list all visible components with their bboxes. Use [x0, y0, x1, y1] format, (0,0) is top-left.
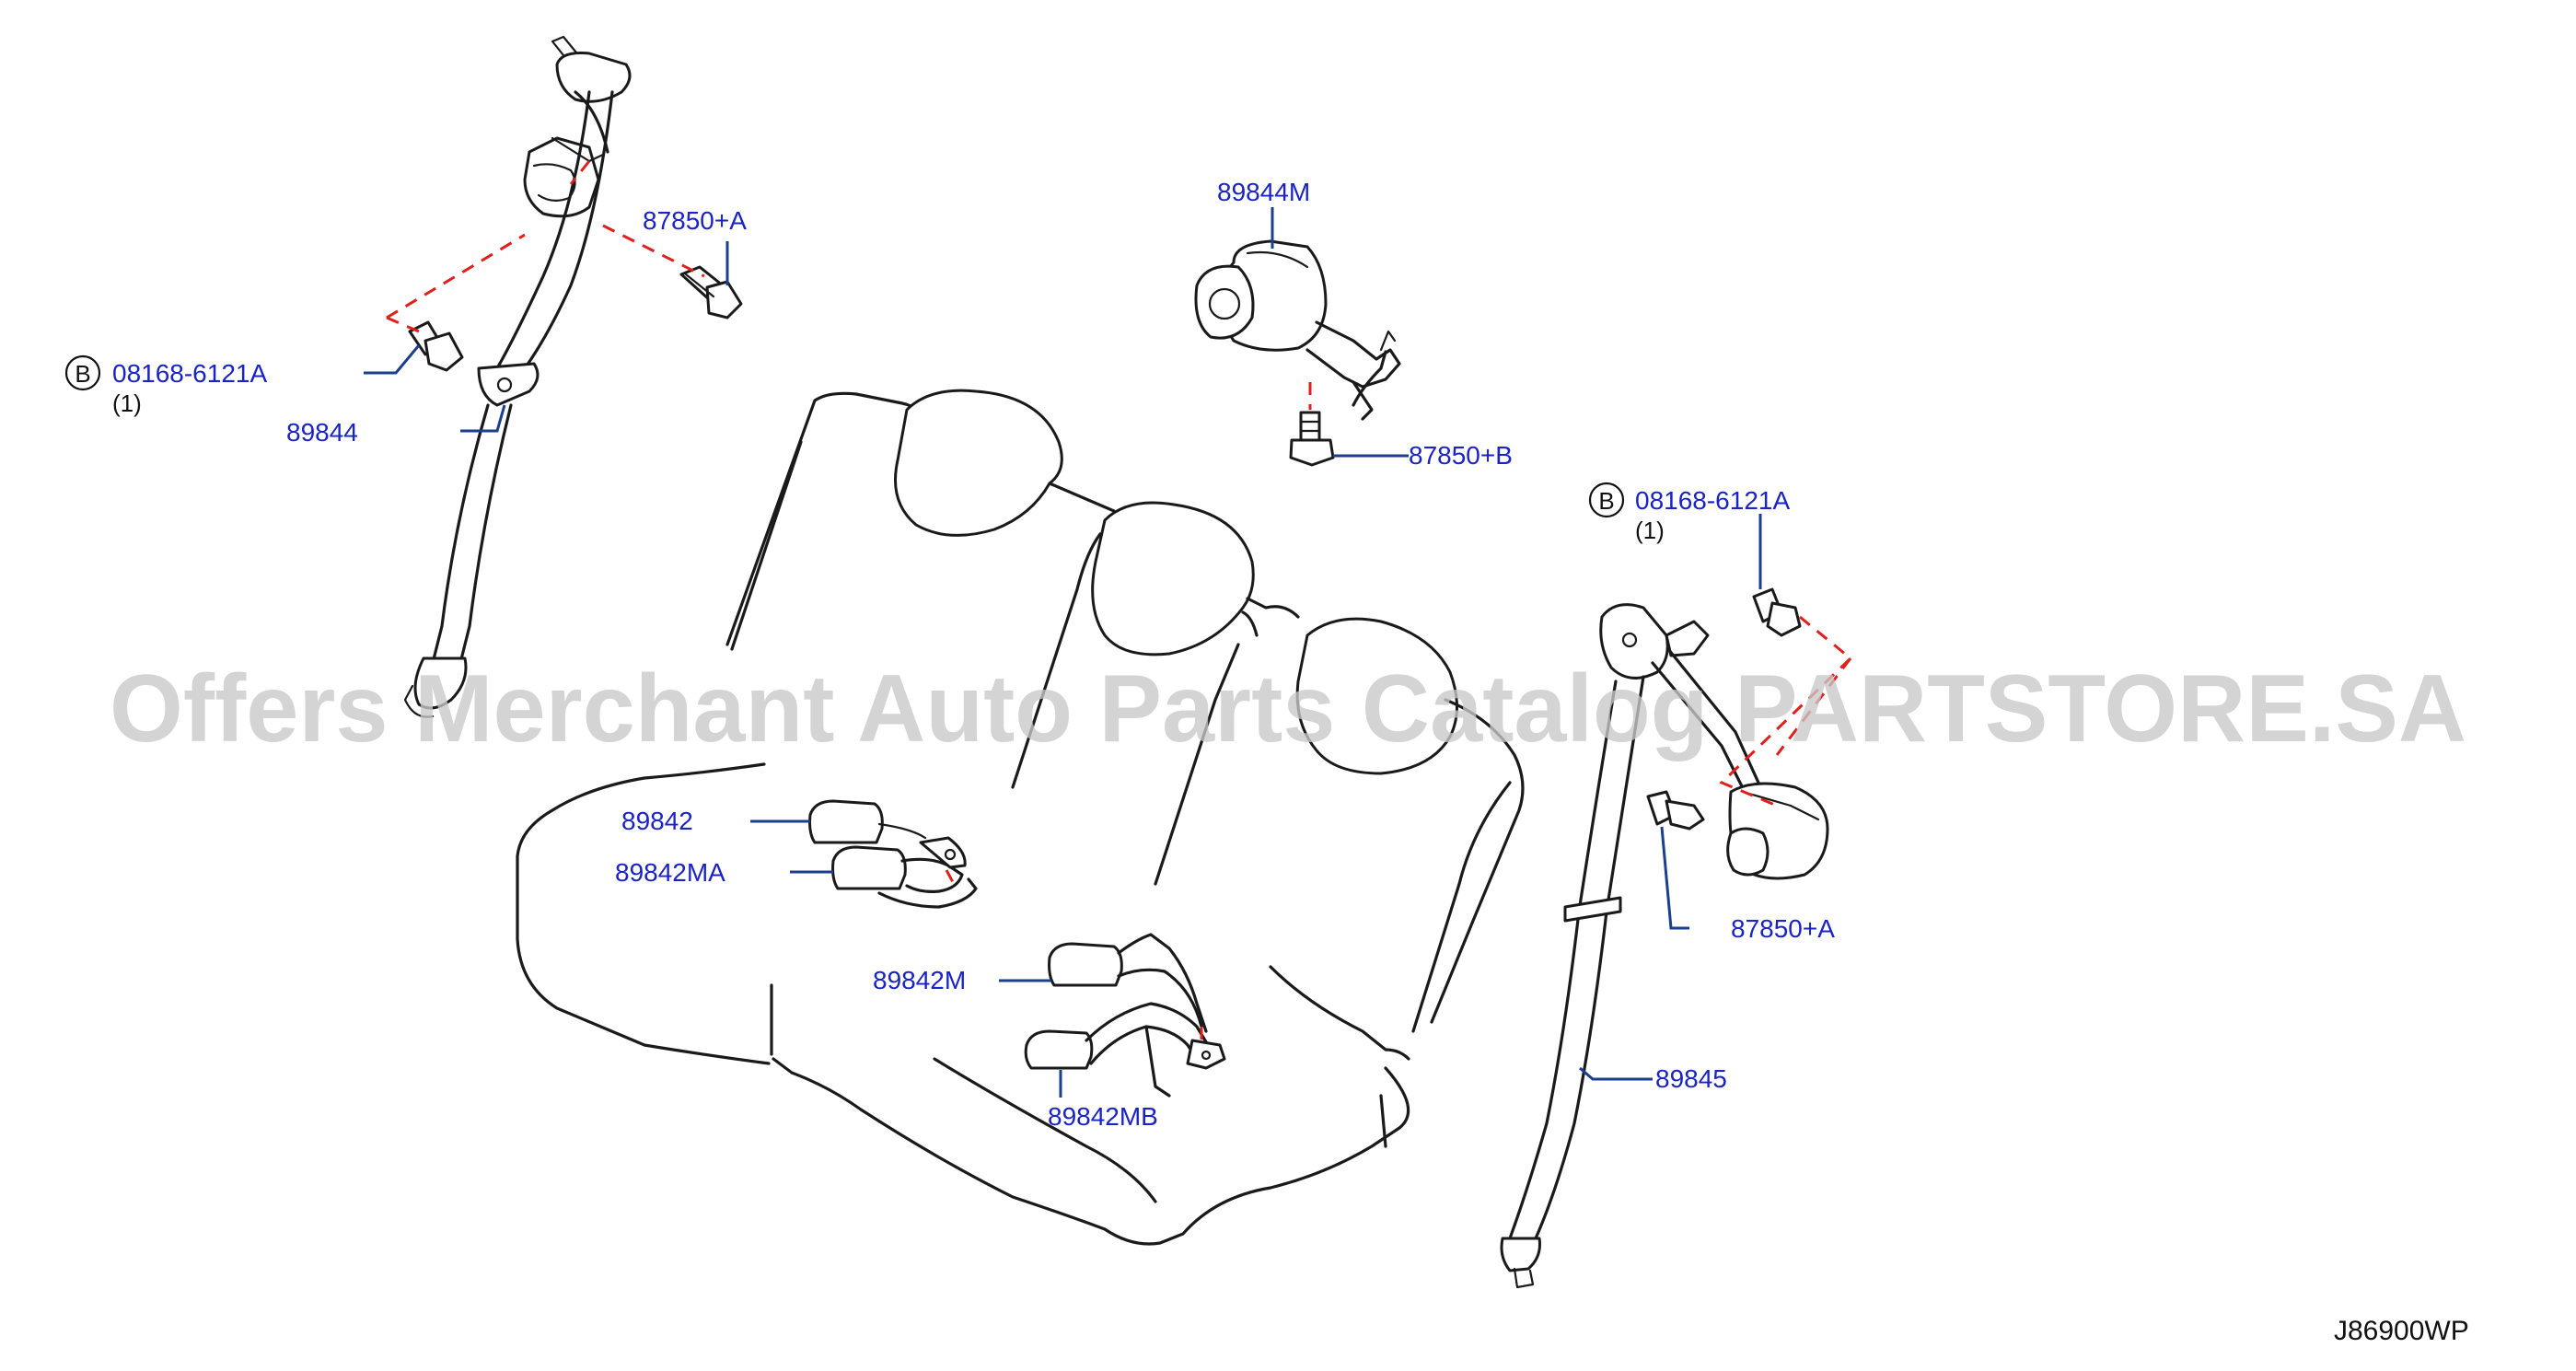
buckle-89842mb: [1024, 1002, 1226, 1098]
seat-belt-89845: [1500, 603, 1829, 1289]
label-qty-left: (1): [112, 389, 142, 417]
retractor-89844m: [1194, 239, 1401, 421]
watermark-text: Offers Merchant Auto Parts Catalog PARTS…: [110, 656, 2466, 762]
label-87850b: 87850+B: [1409, 441, 1513, 470]
bolt-87850b: [1289, 411, 1335, 467]
leader-lines: [364, 207, 1762, 1098]
rear-seat-outline: [516, 389, 1525, 1246]
label-87850a-right: 87850+A: [1731, 914, 1835, 943]
label-08168-right: 08168-6121A: [1635, 486, 1790, 515]
label-qty-right: (1): [1635, 517, 1665, 544]
label-89842m: 89842M: [873, 966, 966, 994]
badge-b-right-text: B: [1598, 487, 1614, 515]
seat-belt-89844: [403, 35, 632, 718]
dashed-line-buckle-1: [945, 869, 956, 885]
label-89842: 89842: [621, 807, 693, 835]
label-89842ma: 89842MA: [615, 858, 725, 887]
buckle-89842ma: [831, 836, 978, 909]
badge-b-left: [64, 354, 101, 391]
diagram-code: J86900WP: [2334, 1316, 2469, 1346]
buckle-89842: [808, 799, 927, 844]
badge-b-right: [1588, 482, 1625, 518]
label-89842mb: 89842MB: [1048, 1102, 1158, 1131]
label-89844m: 89844M: [1217, 178, 1310, 206]
dashed-line-right: [1719, 615, 1853, 807]
label-87850a-left: 87850+A: [643, 206, 747, 235]
buckle-89842m: [1048, 933, 1208, 1033]
badge-b-left-text: B: [75, 360, 90, 388]
label-89845: 89845: [1655, 1064, 1727, 1093]
label-89844: 89844: [286, 418, 358, 447]
label-08168-left: 08168-6121A: [112, 359, 267, 388]
part-labels: 89844 87850+A B 08168-6121A (1) 89844M 8…: [64, 178, 1835, 1131]
bolt-87850a-right: [1646, 790, 1705, 831]
bolt-87850a-left: [679, 265, 743, 320]
bolt-08168-right: [1752, 587, 1802, 637]
